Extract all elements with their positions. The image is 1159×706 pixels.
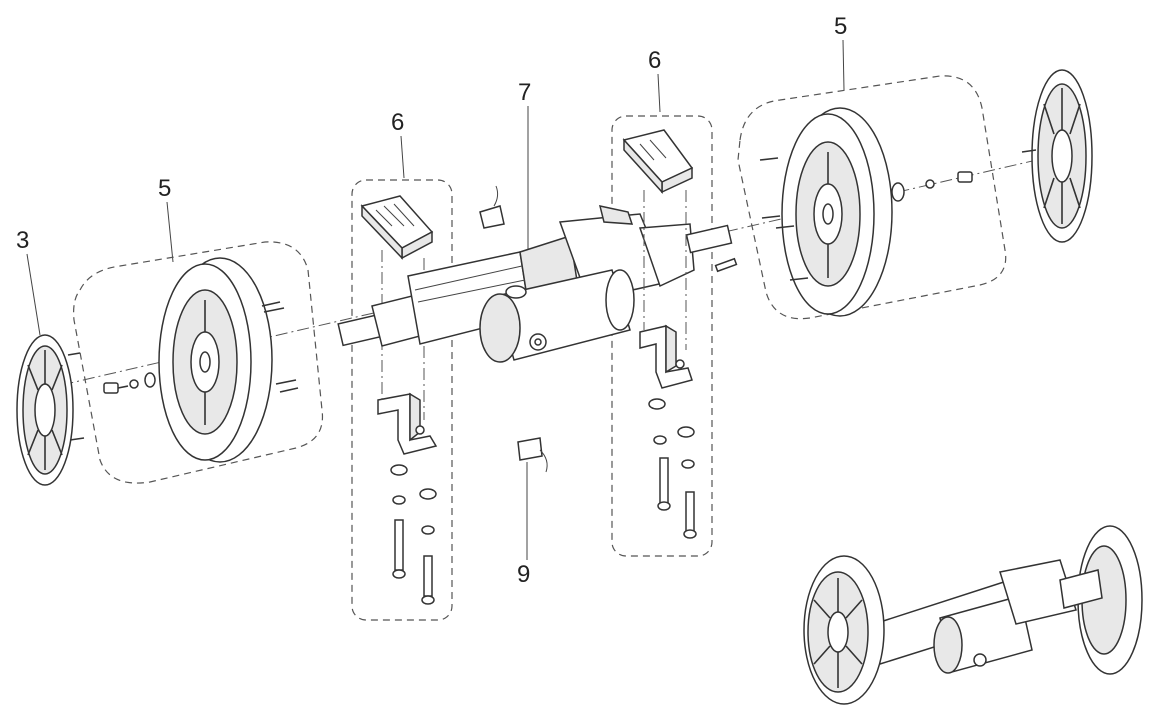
wheel-right-fasteners [759,157,973,281]
callout-9: 9 [517,561,530,588]
bolt-stack-right [643,190,697,539]
callout-5-left: 5 [158,175,171,202]
motor [479,269,635,363]
callout-3-left: 3 [16,227,29,254]
callout-6-left: 6 [391,109,404,136]
bracket-group-left-boundary [351,179,453,621]
callout-7: 7 [518,79,531,106]
shaft-key [714,257,738,273]
mounting-block-right [622,129,694,194]
wheel-right [781,107,893,317]
bracket-right [639,324,693,389]
mounting-block-left [360,195,434,260]
spring-clip-upper [479,185,505,229]
leader-lines [26,39,845,560]
callout-5-right: 5 [834,13,847,40]
wheel-group-left-boundary [73,241,324,484]
hub-cover-left [16,334,85,486]
wheel-left [158,257,273,463]
wheel-group-right-boundary [737,75,1007,320]
spring-clip-lower [517,437,548,473]
bracket-group-right-boundary [611,115,713,557]
group-boundaries [73,75,1007,621]
hub-cover-right [1021,69,1093,243]
callout-labels: 3 5 6 7 6 5 9 [16,13,847,588]
wheel-left-fasteners [103,301,299,394]
callout-6-right: 6 [648,47,661,74]
assembled-view [803,525,1143,705]
bracket-left [377,392,438,455]
